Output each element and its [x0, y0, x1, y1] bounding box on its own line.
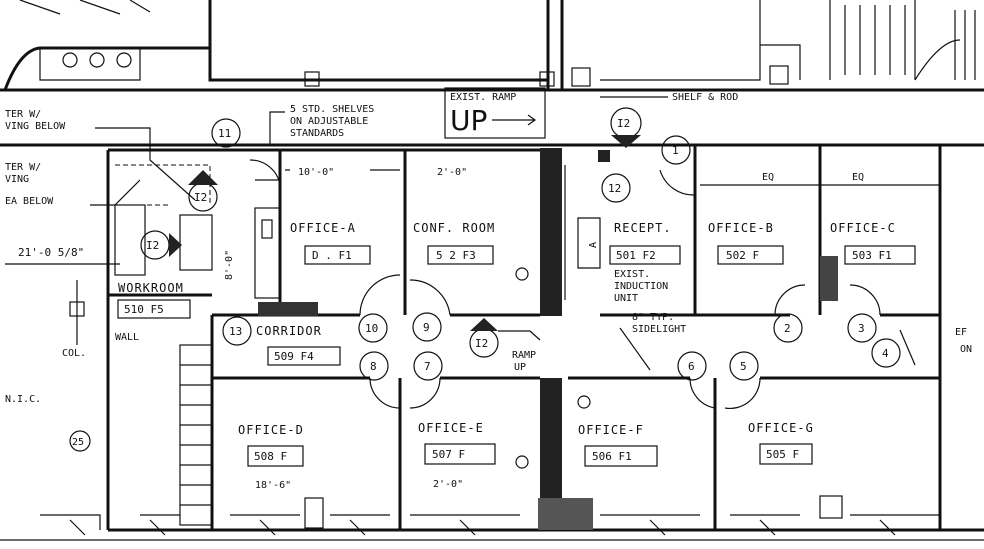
door-tag-9: 9 [423, 321, 430, 334]
door-tag-1: 1 [672, 144, 679, 157]
svg-text:8" TYP.: 8" TYP. [632, 312, 674, 323]
door-tag-8: 8 [370, 360, 377, 373]
svg-text:I2: I2 [617, 117, 630, 130]
svg-text:18'-6": 18'-6" [255, 480, 291, 491]
svg-text:UNIT: UNIT [614, 293, 638, 304]
room-office-g: OFFICE-G [748, 421, 814, 435]
door-tag-2: 2 [784, 322, 791, 335]
ramp-note: EXIST. RAMP [450, 92, 516, 103]
mechanical-chase [258, 148, 838, 530]
col-note: COL. [62, 348, 86, 359]
door-tags: 1 2 3 4 6 5 7 8 9 10 13 11 12 [211, 118, 901, 381]
svg-text:EXIST.: EXIST. [614, 269, 650, 280]
door-tag-7: 7 [424, 360, 431, 373]
svg-text:UP: UP [514, 362, 526, 373]
svg-text:502 F: 502 F [726, 249, 759, 262]
svg-text:TER W/: TER W/ [5, 109, 41, 120]
svg-text:506 F1: 506 F1 [592, 450, 632, 463]
room-office-f: OFFICE-F [578, 423, 644, 437]
svg-text:5 2 F3: 5 2 F3 [436, 249, 476, 262]
shelves-note-1: 5 STD. SHELVES [290, 104, 374, 115]
svg-text:EA BELOW: EA BELOW [5, 196, 54, 207]
svg-text:I2: I2 [146, 239, 159, 252]
room-workroom: WORKROOM [118, 281, 184, 295]
svg-text:510 F5: 510 F5 [124, 303, 164, 316]
workroom-fixtures: 8'-0" [114, 164, 281, 299]
window-sills [40, 495, 940, 536]
svg-text:508 F: 508 F [254, 450, 287, 463]
svg-text:507 F: 507 F [432, 448, 465, 461]
up-note: UP [450, 104, 487, 137]
wall-note: WALL [115, 332, 139, 343]
svg-text:2'-0": 2'-0" [433, 479, 463, 490]
svg-text:TER W/: TER W/ [5, 162, 41, 173]
top-exterior-structure [0, 0, 984, 147]
svg-text:EQ: EQ [852, 172, 864, 183]
svg-text:501 F2: 501 F2 [616, 249, 656, 262]
room-corridor: CORRIDOR [256, 324, 322, 338]
svg-text:INDUCTION: INDUCTION [614, 281, 668, 292]
svg-text:2'-0": 2'-0" [437, 167, 467, 178]
svg-text:8'-0": 8'-0" [224, 250, 235, 280]
shelf-note: SHELF & ROD [672, 92, 738, 103]
svg-text:ON: ON [960, 344, 972, 355]
door-tag-10: 10 [365, 322, 378, 335]
nic-note: N.I.C. [5, 394, 41, 405]
stair [179, 344, 213, 526]
svg-text:D . F1: D . F1 [312, 249, 352, 262]
door-tag-6: 6 [688, 360, 695, 373]
walls [0, 145, 984, 541]
ramp-area: EXIST. RAMP UP SHELF & ROD 5 STD. SHELVE… [269, 87, 738, 145]
room-recept: RECEPT. [614, 221, 672, 235]
svg-text:EQ: EQ [762, 172, 774, 183]
svg-text:509 F4: 509 F4 [274, 350, 314, 363]
room-conf: CONF. ROOM [413, 221, 495, 235]
svg-text:I2: I2 [194, 191, 207, 204]
svg-text:VING: VING [5, 174, 29, 185]
room-office-d: OFFICE-D [238, 423, 304, 437]
svg-text:10'-0": 10'-0" [298, 167, 334, 178]
shelves-note-3: STANDARDS [290, 128, 344, 139]
door-tag-11: 11 [218, 127, 231, 140]
door-tag-13: 13 [229, 325, 242, 338]
svg-text:VING BELOW: VING BELOW [5, 121, 66, 132]
door-tag-5: 5 [740, 360, 747, 373]
svg-text:A: A [588, 242, 599, 248]
svg-text:EF: EF [955, 327, 967, 338]
door-tag-12: 12 [608, 182, 621, 195]
dimension-notes: 10'-0" 2'-0" 2'-0" 18'-6" EQ EQ EXIST. I… [255, 167, 972, 491]
svg-text:RAMP: RAMP [512, 350, 536, 361]
door-swings [249, 159, 916, 410]
room-labels: OFFICE-A D . F1 CONF. ROOM 5 2 F3 RECEPT… [117, 221, 916, 467]
shelves-note-2: ON ADJUSTABLE [290, 116, 368, 127]
dimension-21: 21'-0 5/8" [18, 246, 84, 259]
svg-text:505 F: 505 F [766, 448, 799, 461]
room-office-c: OFFICE-C [830, 221, 896, 235]
left-notes: TER W/ VING BELOW TER W/ VING EA BELOW 2… [5, 109, 196, 452]
marker-25: 25 [72, 437, 84, 448]
section-marks: I2 I2 I2 I2 RAMP UP [140, 107, 642, 373]
room-office-a: OFFICE-A [290, 221, 356, 235]
door-tag-3: 3 [858, 322, 865, 335]
svg-text:I2: I2 [475, 337, 488, 350]
svg-text:503 F1: 503 F1 [852, 249, 892, 262]
reception-counter: A [564, 165, 601, 300]
door-tag-4: 4 [882, 347, 889, 360]
svg-text:SIDELIGHT: SIDELIGHT [632, 324, 686, 335]
room-office-e: OFFICE-E [418, 421, 484, 435]
room-office-b: OFFICE-B [708, 221, 774, 235]
